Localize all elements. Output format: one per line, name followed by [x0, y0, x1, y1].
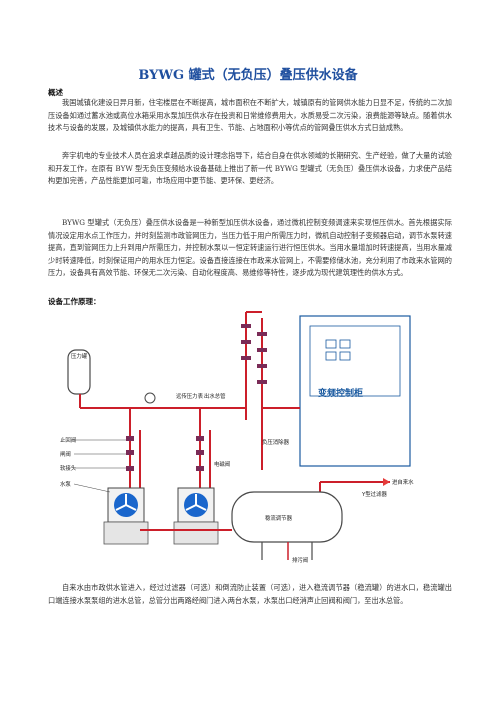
paragraph-2: 奔宇机电的专业技术人员在追求卓越品质的设计理念指导下，结合自身在供水领域的长期研… [48, 151, 452, 186]
remote-gauge: 远传压力表 出水总管 [144, 392, 226, 404]
pump-label: 水泵 [60, 480, 71, 488]
municipal-inlet-label: 进自来水 [392, 478, 414, 486]
paragraph-3: BYWG 型罐式（无负压）叠压供水设备是一种新型加压供水设备，通过微机控制变频调… [48, 218, 452, 278]
column-valves [126, 436, 204, 471]
riser-pipes [245, 311, 263, 470]
motor-valve-label: 电磁阀 [214, 460, 230, 468]
remote-gauge-label: 远传压力表 [176, 392, 204, 400]
paragraph-1: 我国城镇化建设日异月新，住宅楼层在不断提高，城市面积在不断扩大，城镇原有的管网供… [48, 98, 452, 133]
pump-2-base [173, 521, 219, 545]
riser-valves [241, 324, 267, 384]
inlet-arrow [383, 478, 390, 486]
overview-heading: 概述 [48, 88, 63, 97]
outlet-header [79, 394, 300, 409]
check-valve-label: 止回阀 [60, 436, 76, 444]
stabilizer-label: 稳流调节器 [265, 514, 293, 522]
drain-valve: 排污阀 [287, 542, 308, 564]
outlet-header-label: 出水总管 [204, 392, 226, 400]
left-labels: 止回阀 闸阀 软接头 水泵 [60, 436, 126, 493]
stabilizer-tank: 稳流调节器 [231, 491, 343, 560]
document-title: BYWG 罐式（无负压）叠压供水设备 [138, 68, 358, 83]
pressure-tank: 压力罐 [67, 349, 91, 395]
pressure-tank-label: 压力罐 [71, 352, 88, 360]
negative-preventer-label: 负压消除器 [262, 438, 290, 446]
pump-1 [107, 487, 145, 523]
control-cabinet-label: 变频控制柜 [318, 387, 363, 399]
control-cabinet: 变频控制柜 [299, 315, 411, 467]
soft-joint-label: 软接头 [60, 464, 77, 472]
pump-1-base [103, 521, 149, 545]
pump-2 [177, 487, 215, 523]
paragraph-4: 自来水由市政供水管进入，经过过滤器（可选）和倒流防止装置（可选），进入稳流调节器… [48, 583, 452, 605]
principle-heading: 设备工作原理： [48, 297, 101, 306]
drain-valve-label: 排污阀 [292, 556, 308, 564]
gate-valve-label: 闸阀 [60, 450, 71, 458]
filter-label: Y型过滤器 [361, 490, 387, 498]
